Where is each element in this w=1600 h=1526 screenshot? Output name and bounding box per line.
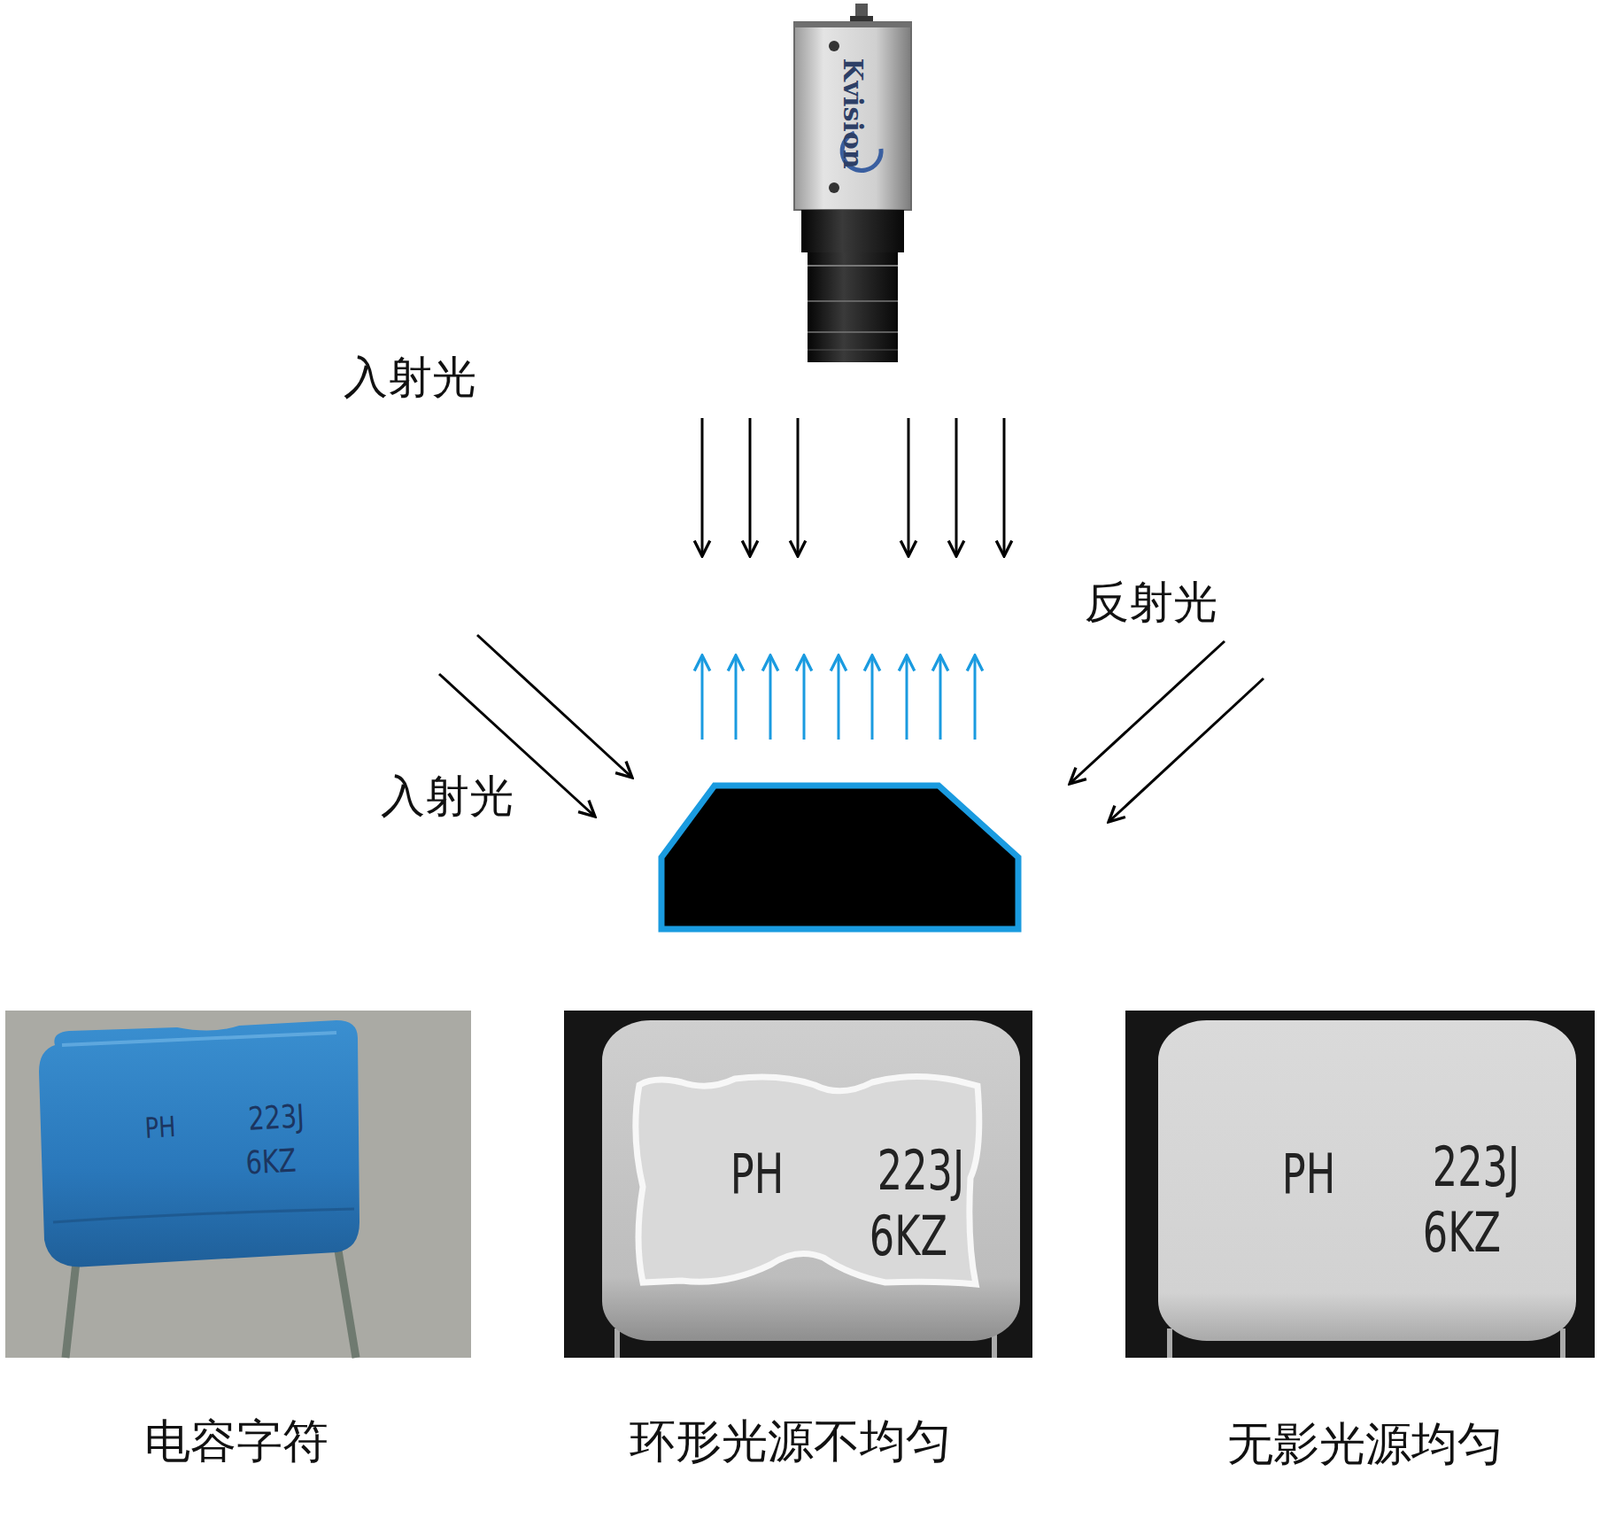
camera-brand: Kvision [839,57,866,169]
capacitor-marking: PH [144,1112,177,1143]
object [661,785,1019,929]
photo-caption: 环形光源不均匀 [629,1417,952,1464]
capacitor-marking: PH [1282,1146,1336,1202]
photo-capacitor [5,1010,472,1358]
capacitor-marking: 6KZ [869,1208,948,1264]
capacitor-marking: 223J [877,1143,965,1199]
camera [794,3,912,363]
capacitor-marking: 6KZ [1422,1205,1501,1260]
photo-shadowless-light [1125,1010,1595,1358]
light-label: 入射光 [380,773,514,819]
capacitor-marking: PH [730,1146,784,1202]
light-label: 反射光 [1084,579,1218,625]
photo-caption: 电容字符 [144,1417,329,1464]
photo-caption: 无影光源均匀 [1227,1420,1504,1467]
capacitor-marking: 6KZ [245,1144,298,1180]
photo-ring-light [564,1010,1033,1358]
capacitor-marking: 223J [247,1099,305,1135]
reflected-arrows [702,655,975,740]
capacitor-marking: 223J [1432,1139,1520,1195]
incident-arrows [439,417,1264,822]
light-label: 入射光 [343,355,477,400]
